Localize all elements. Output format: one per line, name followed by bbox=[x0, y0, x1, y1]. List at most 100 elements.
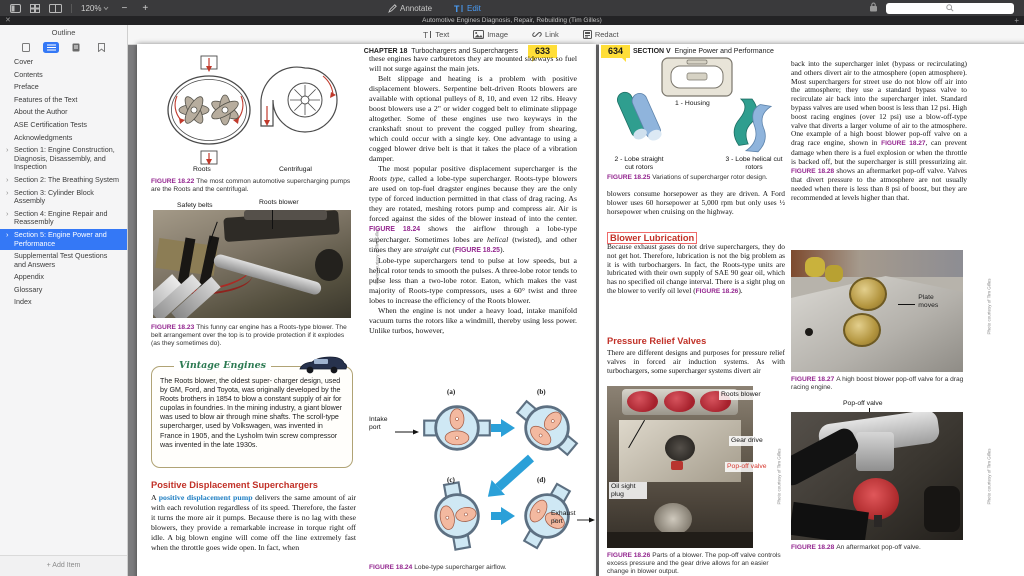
outline-list: Cover Contents Preface Features of the T… bbox=[0, 56, 127, 555]
photo-detail bbox=[663, 390, 695, 412]
figure-18-22-label-roots: Roots bbox=[193, 166, 211, 173]
figure-18-25-housing-label: 1 - Housing bbox=[675, 100, 710, 107]
search-icon bbox=[946, 4, 954, 12]
figure-18-26-callout-oil-sight-plug: Oil sight plug bbox=[609, 482, 647, 500]
photo-detail bbox=[923, 486, 960, 533]
paragraph: There are different designs and purposes… bbox=[607, 348, 785, 375]
thumbnails-tab-icon[interactable] bbox=[18, 42, 34, 53]
tab-title[interactable]: Automotive Engines Diagnosis, Repair, Re… bbox=[422, 17, 602, 24]
annotations-tab-icon[interactable] bbox=[68, 42, 84, 53]
photo-detail bbox=[665, 434, 695, 461]
photo-detail bbox=[873, 515, 882, 528]
chapter-title: Turbochargers and Superchargers bbox=[411, 48, 518, 55]
sidebar-toggle-icon[interactable] bbox=[10, 3, 21, 13]
link-tool-icon bbox=[532, 32, 542, 37]
paragraph: back into the supercharger inlet (bypass… bbox=[791, 59, 967, 202]
section-title: Engine Power and Performance bbox=[674, 48, 774, 55]
outline-item-ase-tests[interactable]: ASE Certification Tests bbox=[14, 119, 87, 129]
figure-18-28-callout-pop-off-valve: Pop-off valve bbox=[843, 400, 883, 407]
photo-detail bbox=[244, 210, 328, 220]
link-tool-button[interactable]: Link bbox=[532, 30, 559, 39]
outline-item-supplemental[interactable]: Supplemental Test Questions and Answers bbox=[14, 251, 108, 269]
outline-item-section5-selected[interactable]: Section 5: Engine Power and Performance bbox=[0, 228, 127, 251]
redact-tool-label: Redact bbox=[594, 30, 619, 39]
page-633: CHAPTER 18 Turbochargers and Supercharge… bbox=[137, 44, 596, 576]
outline-item-section2[interactable]: Section 2: The Breathing System bbox=[0, 174, 127, 187]
outline-item-glossary[interactable]: Glossary bbox=[14, 284, 43, 294]
link-tool-label: Link bbox=[545, 30, 559, 39]
outline-item-acknowledgments[interactable]: Acknowledgments bbox=[14, 132, 73, 142]
callout-line bbox=[897, 303, 915, 305]
annotate-button[interactable]: Annotate bbox=[388, 4, 432, 13]
figure-18-24-caption-ref: FIGURE 18.24 bbox=[369, 564, 413, 571]
redact-tool-icon bbox=[582, 30, 592, 39]
photo-detail bbox=[856, 432, 895, 471]
heading-blower-lubrication-selected[interactable]: Blower Lubrication bbox=[607, 232, 698, 244]
search-input[interactable] bbox=[886, 2, 1014, 14]
figure-18-24-sub-a: (a) bbox=[447, 388, 456, 396]
figure-18-25-drawing bbox=[617, 57, 773, 153]
svg-text:T: T bbox=[454, 4, 460, 13]
redact-tool-button[interactable]: Redact bbox=[582, 30, 619, 39]
zoom-level-control[interactable]: 120% bbox=[81, 4, 109, 13]
figure-18-23-caption-ref: FIGURE 18.23 bbox=[151, 324, 195, 331]
photo-detail bbox=[627, 390, 659, 412]
image-tool-icon bbox=[473, 30, 485, 39]
outline-item-cover[interactable]: Cover bbox=[14, 57, 34, 66]
outline-item-contents[interactable]: Contents bbox=[14, 69, 43, 79]
add-item-button[interactable]: + Add Item bbox=[0, 555, 127, 576]
paragraph: blowers consume horsepower as they are d… bbox=[607, 189, 785, 216]
figure-18-24-intake-label: Intake port bbox=[369, 416, 388, 431]
paragraph: Because exhaust gases do not drive super… bbox=[607, 242, 785, 295]
sidebar-title: Outline bbox=[51, 28, 76, 37]
page-634: 634 SECTION V Engine Power and Performan… bbox=[599, 44, 1024, 576]
image-tool-button[interactable]: Image bbox=[473, 30, 508, 39]
right-page-running-head: SECTION V Engine Power and Performance bbox=[633, 48, 774, 55]
outline-item-section4[interactable]: Section 4: Engine Repair and Reassembly bbox=[0, 208, 127, 229]
zoom-out-button[interactable]: − bbox=[121, 2, 128, 14]
page-number-badge-633: 633 bbox=[528, 45, 558, 62]
figure-ref: FIGURE 18.28 bbox=[791, 167, 835, 175]
outline-tab-icon[interactable] bbox=[43, 41, 59, 53]
figure-18-22-caption-text: The most common automotive supercharging… bbox=[151, 178, 351, 194]
chevron-down-icon bbox=[104, 6, 109, 10]
outline-item-about-author[interactable]: About the Author bbox=[14, 107, 68, 117]
paragraph: A positive displacement pump delivers th… bbox=[151, 493, 356, 552]
zoom-in-button[interactable]: + bbox=[142, 2, 149, 14]
figure-18-22-caption-ref: FIGURE 18.22 bbox=[151, 178, 195, 185]
svg-text:T: T bbox=[423, 30, 428, 39]
two-page-view-icon[interactable] bbox=[49, 3, 62, 13]
figure-18-25-helical-label: 3 - Lobe helical cut rotors bbox=[725, 156, 783, 171]
paragraph: The most popular positive displacement s… bbox=[369, 164, 578, 254]
glossary-term: positive displacement pump bbox=[158, 493, 253, 502]
thumbnails-view-icon[interactable] bbox=[30, 3, 40, 13]
outline-item-preface[interactable]: Preface bbox=[14, 82, 39, 92]
new-tab-icon[interactable]: + bbox=[1014, 16, 1019, 25]
outline-item-features[interactable]: Features of the Text bbox=[14, 94, 78, 104]
outline-item-section1[interactable]: Section 1: Engine Construction, Diagnosi… bbox=[0, 144, 127, 174]
toolbar-divider bbox=[71, 3, 72, 13]
outline-item-section3[interactable]: Section 3: Cylinder Block Assembly bbox=[0, 187, 127, 208]
tab-close-icon[interactable]: ✕ bbox=[5, 17, 11, 24]
outline-item-appendix[interactable]: Appendix bbox=[14, 272, 44, 282]
outline-item-index[interactable]: Index bbox=[14, 297, 32, 307]
figure-18-23-photo bbox=[153, 210, 351, 318]
vintage-engines-box: Vintage Engines The Roots blower, the ol… bbox=[151, 356, 353, 468]
bookmarks-tab-icon[interactable] bbox=[93, 42, 109, 53]
figure-ref: FIGURE 18.25 bbox=[454, 247, 500, 254]
callout-line bbox=[271, 210, 273, 230]
figure-18-23-callout-roots-blower: Roots blower bbox=[259, 199, 299, 206]
zoom-level-value: 120% bbox=[81, 3, 102, 13]
body-text-block: these engines have carburetors they are … bbox=[369, 54, 577, 336]
photo-detail bbox=[653, 502, 692, 536]
lock-icon[interactable] bbox=[869, 2, 878, 14]
